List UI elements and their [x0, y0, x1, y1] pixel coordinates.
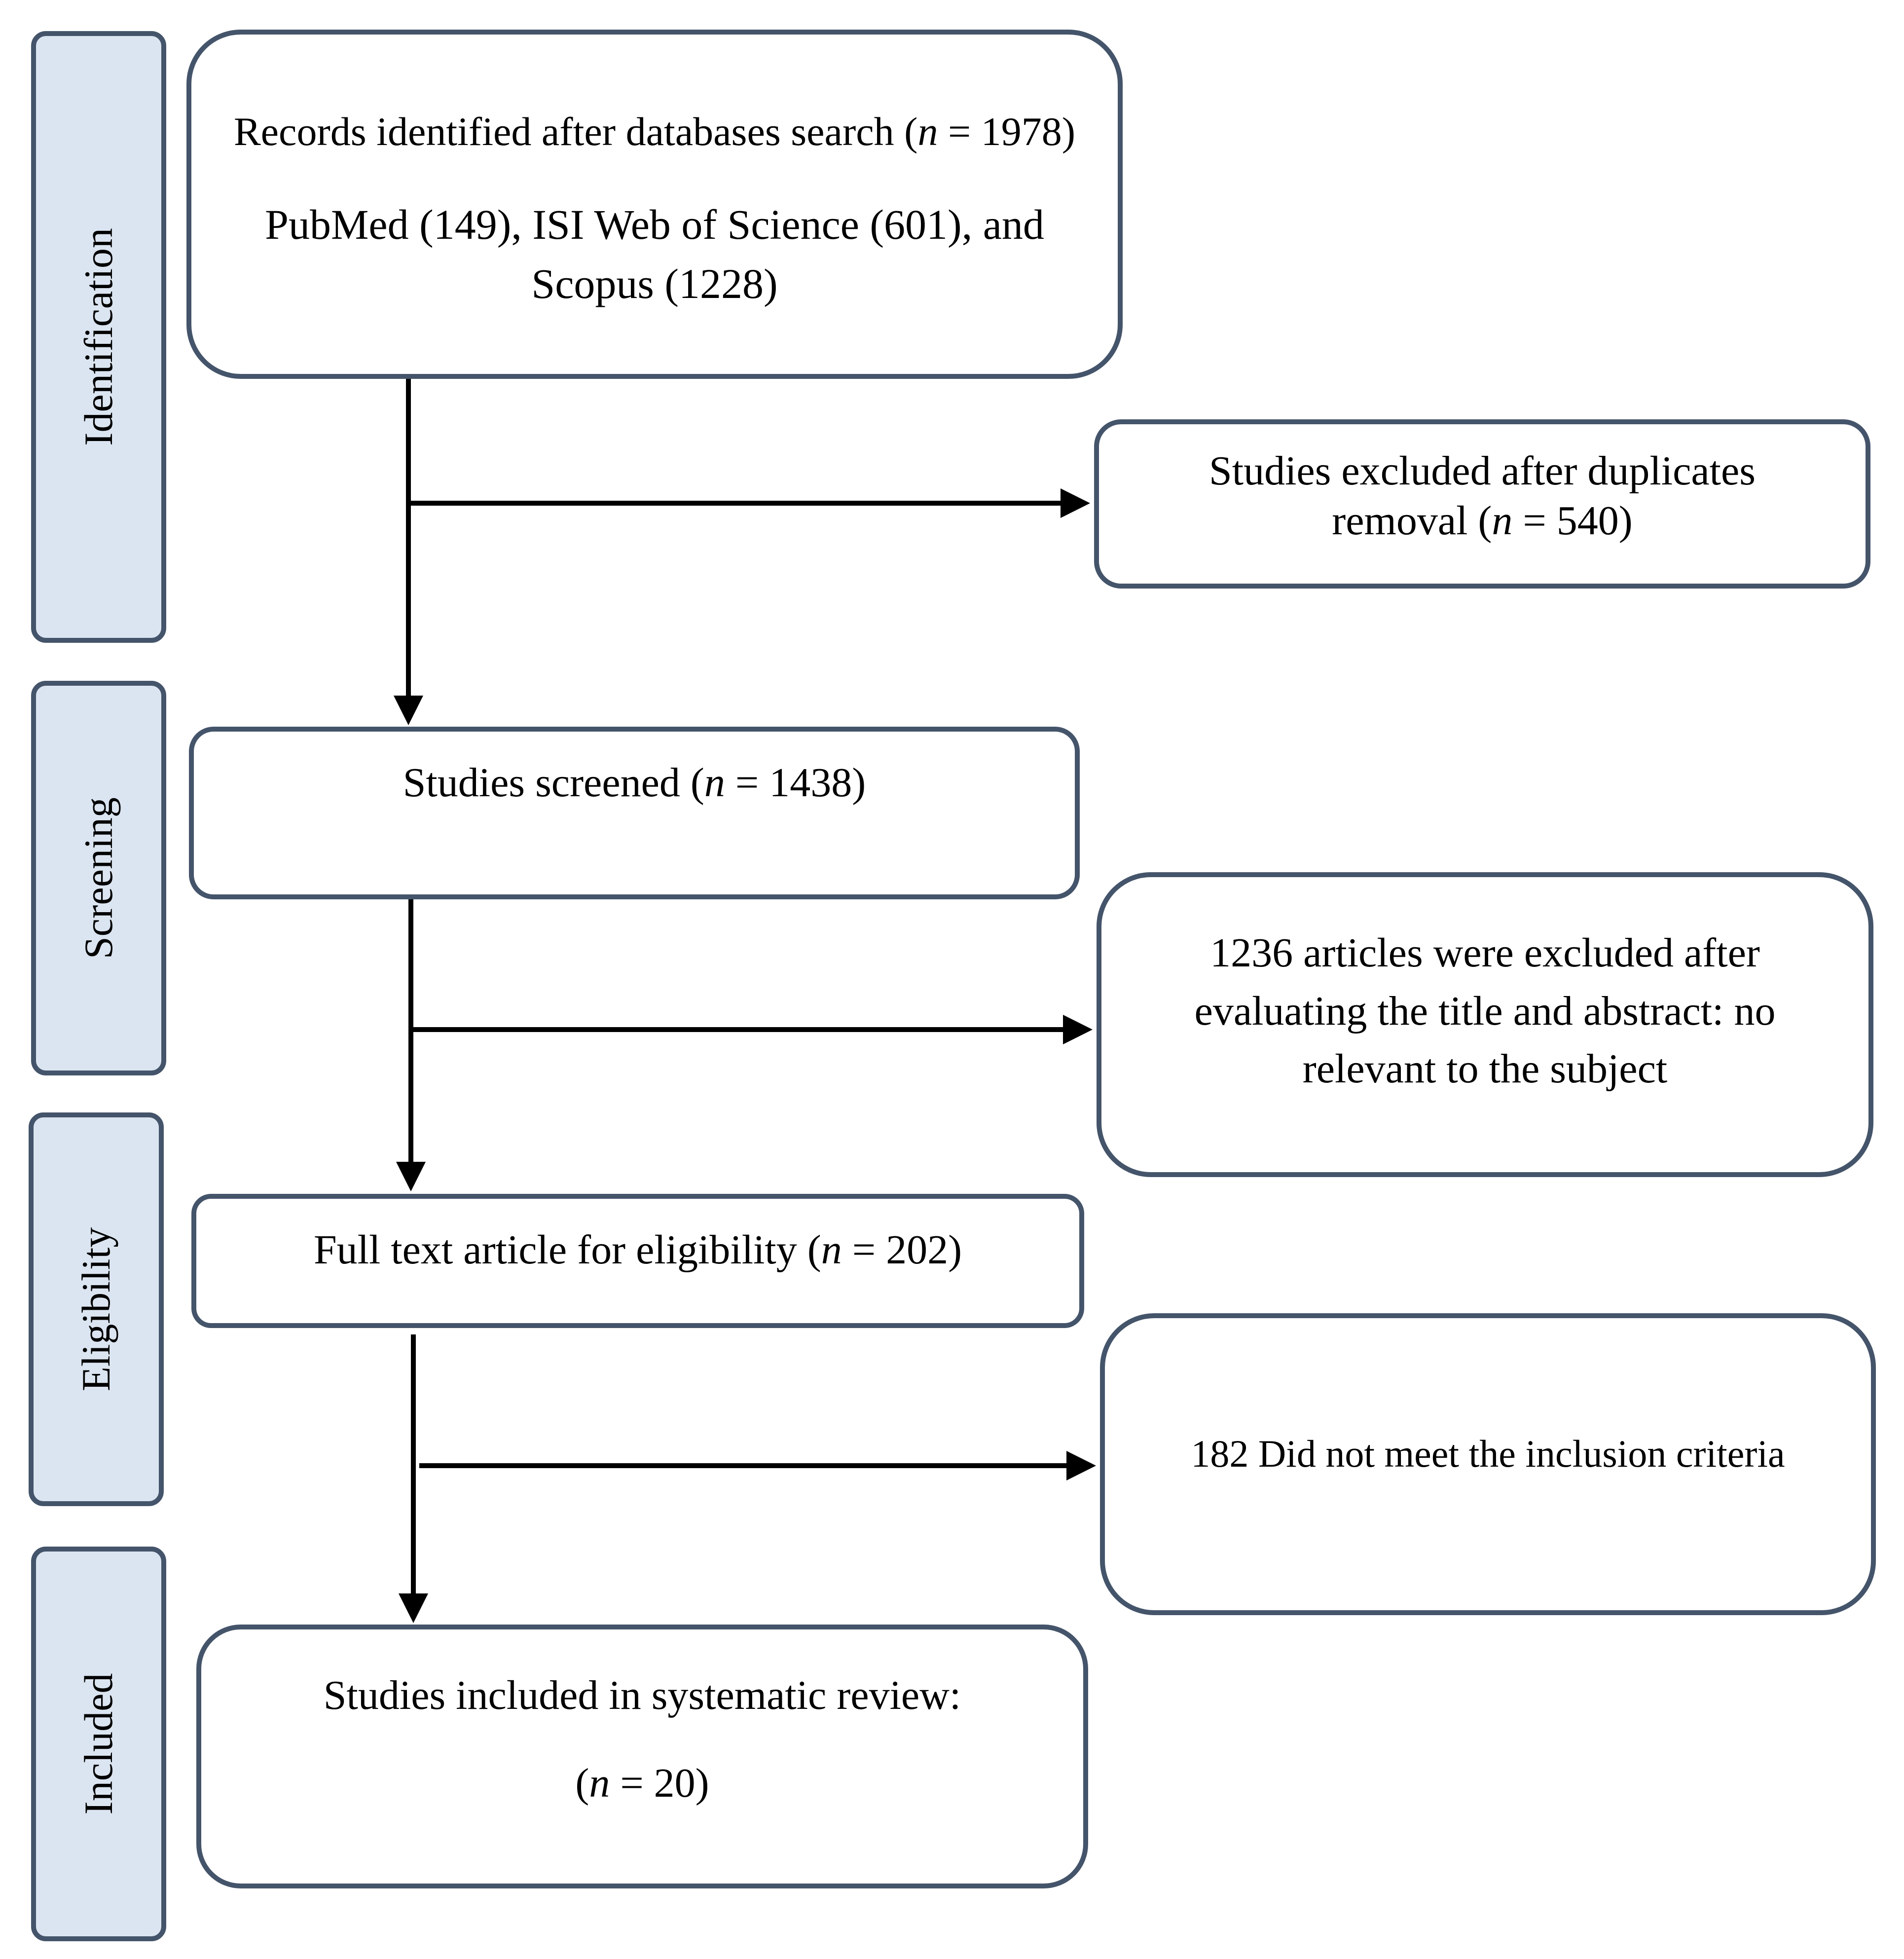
criteria-text: 182 Did not meet the inclusion criteria [1191, 1432, 1785, 1475]
title-abstract-text: relevant to the subject [1302, 1046, 1668, 1092]
title-abstract-excluded-box: 1236 articles were excluded after evalua… [1097, 872, 1873, 1177]
duplicates-text: Studies excluded after duplicates [1209, 448, 1756, 494]
duplicates-excluded-box: Studies excluded after duplicates remova… [1094, 419, 1870, 589]
duplicates-count-line: removal (n = 540) [1332, 497, 1633, 544]
inclusion-criteria-excluded-box: 182 Did not meet the inclusion criteria [1100, 1313, 1876, 1615]
title-abstract-text: evaluating the title and abstract: no [1194, 988, 1776, 1034]
studies-screened-box: Studies screened (n = 1438) [189, 727, 1080, 899]
phase-identification: Identification [31, 31, 166, 643]
phase-screening: Screening [31, 681, 166, 1075]
screened-count-line: Studies screened (n = 1438) [403, 760, 866, 806]
full-text-count-line: Full text article for eligibility (n = 2… [313, 1227, 962, 1273]
included-count-line: (n = 20) [575, 1760, 709, 1806]
phase-included: Included [31, 1547, 166, 1941]
phase-eligibility: Eligibility [29, 1112, 164, 1506]
records-count-line: Records identified after databases searc… [233, 109, 1076, 154]
records-sources-line: PubMed (149), ISI Web of Science (601), … [265, 200, 1044, 248]
records-identified-box: Records identified after databases searc… [186, 30, 1123, 379]
records-sources-line-2: Scopus (1228) [531, 260, 778, 308]
studies-included-box: Studies included in systematic review: (… [196, 1625, 1088, 1888]
title-abstract-text: 1236 articles were excluded after [1210, 930, 1760, 976]
included-text: Studies included in systematic review: [323, 1672, 961, 1718]
full-text-eligibility-box: Full text article for eligibility (n = 2… [191, 1194, 1084, 1328]
